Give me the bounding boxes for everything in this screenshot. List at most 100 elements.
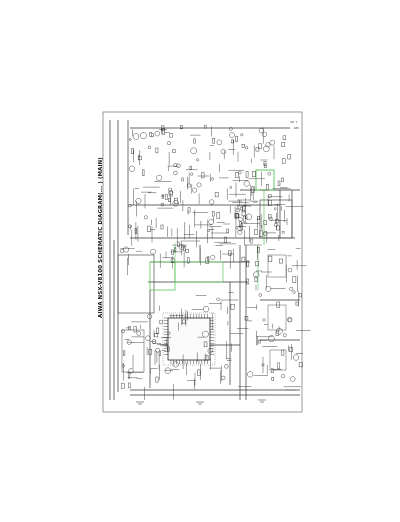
resistor <box>211 211 215 217</box>
transistor <box>261 363 265 367</box>
transistor <box>172 361 179 368</box>
resistor <box>212 137 215 144</box>
transistor <box>173 163 178 168</box>
resistor <box>148 349 153 355</box>
resistor <box>279 258 284 264</box>
resistor <box>281 349 285 356</box>
resistor <box>254 228 258 235</box>
transistor <box>253 271 260 278</box>
resistor <box>185 248 189 253</box>
transistor <box>261 131 268 138</box>
resistor <box>245 171 249 178</box>
transistor <box>145 335 151 341</box>
transistor <box>290 376 296 382</box>
transistor <box>289 286 294 291</box>
transistor <box>168 190 174 195</box>
transistor <box>258 128 264 134</box>
resistor <box>271 377 275 381</box>
resistor <box>245 215 248 220</box>
resistor <box>250 238 253 244</box>
transistor <box>292 354 300 361</box>
resistor <box>214 192 219 198</box>
transistor <box>224 364 229 369</box>
resistor <box>298 362 303 368</box>
resistor <box>276 225 280 231</box>
transistor <box>155 348 160 353</box>
resistor <box>172 149 176 153</box>
transistor <box>229 127 233 131</box>
transistor <box>196 158 200 162</box>
resistor <box>181 319 186 324</box>
resistor <box>193 138 196 144</box>
resistor <box>171 249 174 255</box>
resistor <box>270 368 274 373</box>
resistor <box>281 177 284 182</box>
transistor <box>147 145 152 149</box>
resistor <box>228 250 232 256</box>
transistor <box>121 364 125 368</box>
transistor <box>143 215 148 220</box>
resistor <box>182 246 186 252</box>
transistor <box>209 199 215 205</box>
transistor <box>167 331 171 335</box>
resistor <box>205 354 209 361</box>
resistor <box>276 301 281 308</box>
resistor <box>187 207 191 213</box>
resistor <box>275 330 280 336</box>
resistor <box>128 326 131 331</box>
transistor <box>208 219 214 225</box>
resistor <box>252 170 256 178</box>
transistor <box>262 231 268 237</box>
resistor <box>173 247 177 253</box>
transistor <box>126 339 132 345</box>
resistor <box>133 326 137 333</box>
transistor <box>128 138 132 141</box>
transistor <box>121 329 125 334</box>
resistor <box>264 163 267 168</box>
resistor <box>167 346 170 352</box>
transistor <box>176 163 181 168</box>
transistor <box>240 133 244 137</box>
resistor <box>161 125 165 132</box>
resistor <box>281 142 285 147</box>
transistor <box>267 193 272 198</box>
resistor <box>230 303 235 310</box>
resistor <box>295 301 299 306</box>
resistor <box>292 276 297 283</box>
resistor <box>255 147 260 152</box>
resistor <box>181 177 184 182</box>
transistor <box>156 174 163 181</box>
resistor <box>169 133 173 138</box>
diagram-title: AIWA NSX-V8100 SCHEMATIC DIAGRAM(... ) (… <box>98 157 104 318</box>
resistor <box>216 212 221 219</box>
resistor <box>162 128 166 135</box>
right-circuits <box>267 254 293 371</box>
resistor <box>197 369 201 376</box>
transistor <box>263 145 270 153</box>
transistor <box>207 229 210 232</box>
transistor <box>268 335 275 342</box>
transistor <box>173 170 178 176</box>
resistor <box>266 183 269 191</box>
resistor <box>268 214 272 220</box>
resistor <box>259 230 263 237</box>
resistor <box>258 143 262 149</box>
transistor <box>181 245 184 249</box>
main-ic <box>167 317 211 361</box>
resistor <box>268 255 273 262</box>
resistor <box>168 198 171 202</box>
resistor <box>138 156 142 161</box>
schematic-border <box>102 111 303 413</box>
resistor <box>256 247 260 253</box>
resistor <box>123 350 126 356</box>
resistor <box>277 180 281 187</box>
transistor <box>158 319 164 325</box>
transistor <box>128 165 136 172</box>
resistor <box>180 125 183 130</box>
transistor <box>268 216 273 221</box>
transistor <box>128 203 132 208</box>
resistor <box>241 144 246 148</box>
resistor <box>298 293 302 298</box>
resistor <box>287 154 292 160</box>
resistor <box>174 197 178 205</box>
